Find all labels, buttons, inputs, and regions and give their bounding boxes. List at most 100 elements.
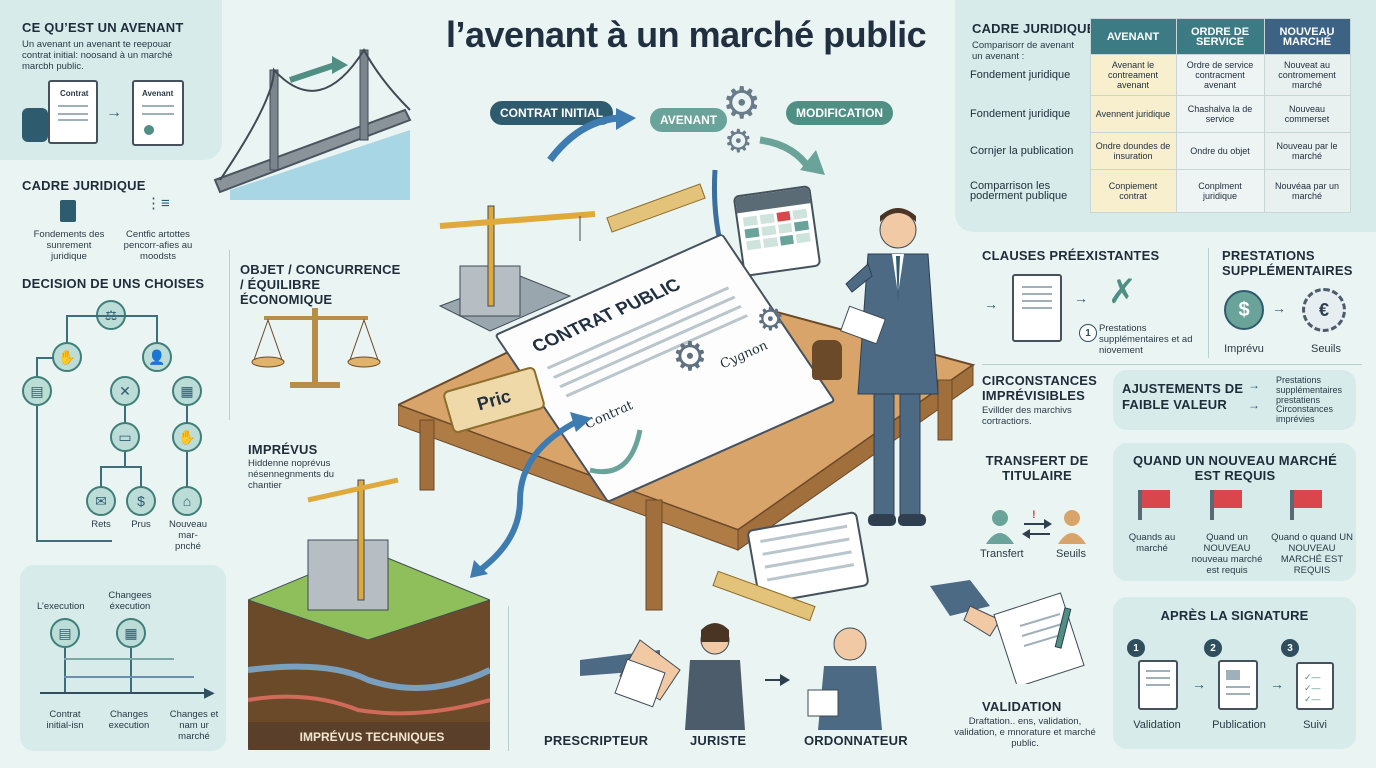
ajustements-item-3: Circonstances imprévies — [1276, 404, 1334, 424]
decision-heading: DECISION DE UNS CHOISES — [22, 276, 205, 291]
contract-signature-2: Cygnon — [716, 338, 772, 372]
flag-icon-2 — [1210, 490, 1242, 520]
avenant-pill: AVENANT — [650, 108, 728, 132]
person-icon: 👤 — [142, 342, 172, 372]
clauses-document-icon — [1012, 274, 1062, 342]
nouveau-marche-heading: QUAND UN NOUVEAU MARCHÉ EST REQUIS — [1133, 453, 1337, 483]
gear-small-icon: ⚙ — [724, 123, 753, 159]
timeline-doc-icon: ▤ — [50, 618, 80, 648]
cadre-left-heading: CADRE JURIDIQUE — [22, 178, 146, 193]
row-label: Fondement juridique — [970, 69, 1071, 81]
chat-icon: ▭ — [110, 422, 140, 452]
modification-pill: MODIFICATION — [786, 101, 894, 125]
scales-large-icon — [251, 308, 381, 388]
contract-doc-label: Contrat — [60, 89, 89, 98]
prestations-arrow-icon: → — [1272, 300, 1286, 316]
prestations-right-label: Seuils — [1311, 343, 1341, 355]
table-cell: Conpiement contrat — [1089, 169, 1177, 213]
clauses-heading: CLAUSES PRÉEXISTANTES — [982, 248, 1160, 263]
col-nouveau-marche: NOUVEAU MARCHÉ — [1263, 18, 1351, 55]
table-cell: Ondre doundes de insuration — [1089, 132, 1177, 170]
clauses-text: Prestations supplémentaires et ad niovem… — [1099, 323, 1193, 356]
contract-document-icon: Contrat — [48, 80, 98, 144]
money-icon: $ — [126, 486, 156, 516]
publication-step-icon — [1218, 660, 1258, 710]
what-is-avenant-text: Un avenant un avenant te reepouar contra… — [22, 39, 173, 72]
timeline-calendar-icon: ▦ — [116, 618, 146, 648]
validation-heading: VALIDATION — [982, 699, 1062, 714]
step-number-1: 1 — [1127, 639, 1145, 657]
what-is-avenant-heading: CE QU’EST UN AVENANT — [22, 20, 184, 35]
ajustements-item-1: Prestations supplémentaires — [1276, 375, 1343, 395]
timeline-top-label-2: Changees éxecution — [108, 590, 152, 612]
role-ordonnateur: ORDONNATEUR — [804, 733, 908, 748]
flag-icon-1 — [1138, 490, 1170, 520]
clauses-divider — [1208, 248, 1209, 358]
step-arrow-2-icon: → — [1270, 676, 1284, 692]
step-label-2: Publication — [1212, 719, 1266, 731]
nouveau-marche-item-1: Quands au marché — [1128, 532, 1176, 554]
validation-step-icon — [1138, 660, 1178, 710]
table-cell: Nouveau commerset — [1263, 95, 1351, 133]
table-cell: Avennent juridique — [1089, 95, 1177, 133]
transfert-illustration: ! — [986, 509, 1086, 544]
table-row: Fondement juridique Avennent juridique C… — [968, 95, 1351, 133]
table-row: Cornjer la publication Ondre doundes de … — [968, 132, 1351, 170]
flag-icon-3 — [1290, 490, 1322, 520]
imprevus-text: Hiddenne noprévus nésennegnments du chan… — [248, 458, 335, 491]
agreement-icon: ✋ — [172, 422, 202, 452]
transfert-heading: TRANSFERT DE TITULAIRE — [985, 453, 1089, 483]
imprevus-heading: IMPRÉVUS — [248, 442, 318, 457]
table-cell: Nouvéaa par un marché — [1263, 169, 1351, 213]
document-icon: ▤ — [22, 376, 52, 406]
nouveau-marche-item-3: Quand o quand UN NOUVEAU MARCHÉ EST REQU… — [1271, 532, 1353, 576]
col-avenant: AVENANT — [1089, 18, 1177, 55]
timeline-bottom-label-3: Changes et nam ur marché — [169, 709, 219, 742]
row-label: Comparrison les poderment publique — [970, 180, 1068, 202]
mail-icon: ✉ — [86, 486, 116, 516]
circonstances-top-divider — [982, 364, 1362, 365]
dollar-icon: $ — [1224, 290, 1264, 330]
validation-text: Draftation.. ens, validation, validation… — [954, 716, 1096, 749]
table-cell: Ondre du objet — [1175, 132, 1265, 170]
table-cell: Avenant le contreament avenant — [1089, 54, 1177, 96]
roles-divider — [508, 606, 509, 751]
step-number-3: 3 — [1281, 639, 1299, 657]
gears-on-contract-icon: ⚙ — [672, 335, 708, 379]
cadre-left-item-1: Fondements des sunrement juridique — [33, 229, 105, 262]
clauses-number-badge: 1 — [1079, 324, 1097, 342]
circonstances-heading: CIRCONSTANCES IMPRÉVISIBLES — [982, 373, 1098, 403]
ajustements-arrow-2-icon: → — [1248, 398, 1260, 412]
validation-illustration — [930, 580, 1085, 684]
bridge-illustration — [213, 48, 412, 200]
role-prescripteur: PRESCRIPTEUR — [544, 733, 649, 748]
gear-icon: ⚙ — [722, 79, 762, 128]
stamp-icon — [812, 340, 842, 380]
imprevus-footer-label: IMPRÉVUS TECHNIQUES — [299, 730, 445, 744]
imprevus-illustration — [248, 477, 490, 750]
col-ordre-service: ORDRE DE SERVICE — [1175, 18, 1265, 55]
avenant-document-icon: Avenant — [132, 80, 184, 146]
row-label: Fondement juridique — [970, 108, 1071, 120]
row-label: Cornjer la publication — [970, 145, 1074, 157]
apres-heading: APRÈS LA SIGNATURE — [1160, 608, 1309, 623]
svg-text:!: ! — [1032, 509, 1036, 521]
list-icon: ⋮≡ — [146, 195, 170, 212]
role-juriste: JURISTE — [690, 733, 747, 748]
house-icon: ⌂ — [172, 486, 202, 516]
arrow-right-icon: → — [106, 104, 122, 121]
ajustements-arrow-1-icon: → — [1248, 378, 1260, 392]
step-number-2: 2 — [1204, 639, 1222, 657]
ajustements-panel — [1113, 370, 1356, 430]
nouveau-marche-panel — [1113, 443, 1356, 581]
timeline-top-label-1: L’execution — [37, 601, 85, 612]
step-label-1: Validation — [1133, 719, 1181, 731]
cadre-left-item-2: Centfic artottes pencorr-afies au moodst… — [123, 229, 193, 262]
timeline-arrow-icon: ▶ — [204, 684, 215, 700]
table-cell: Ordre de service contracment avenant — [1175, 54, 1265, 96]
imprevus-footer — [248, 722, 490, 750]
table-cell: Conplment juridique — [1175, 169, 1265, 213]
decision-leaf-2: Prus — [131, 519, 151, 530]
circonstances-text: Evillder des marchivs cortractiors. — [982, 405, 1072, 427]
step-label-3: Suivi — [1303, 719, 1327, 731]
